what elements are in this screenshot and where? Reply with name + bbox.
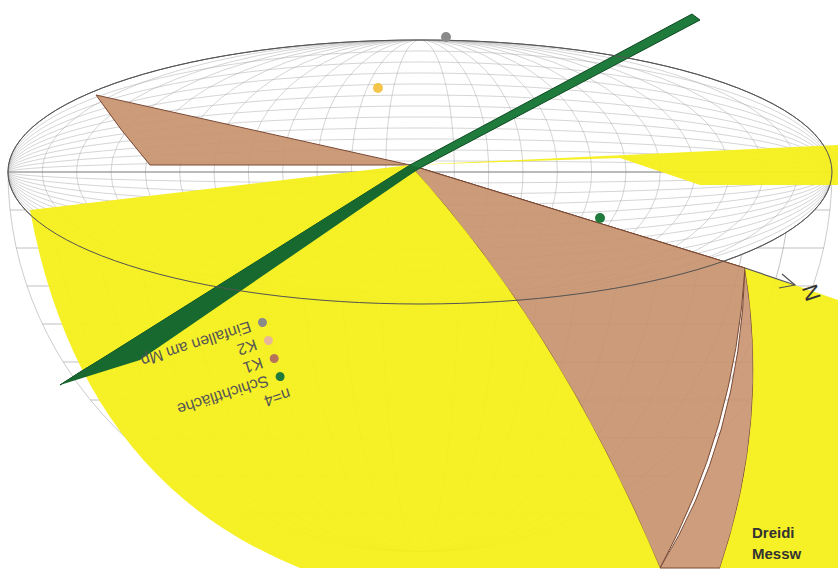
pole-point [441,32,451,42]
rim [8,40,832,304]
caption-fragment: Dreidi [752,524,795,541]
bedding-plane-green [60,14,700,385]
k-plane-yellow [30,145,838,568]
north-arrow [745,268,795,288]
legend-text: Schichtfläche [175,372,271,419]
pole-point [595,213,605,223]
pole-point [373,83,383,93]
caption-fragment: Messw [752,545,801,562]
